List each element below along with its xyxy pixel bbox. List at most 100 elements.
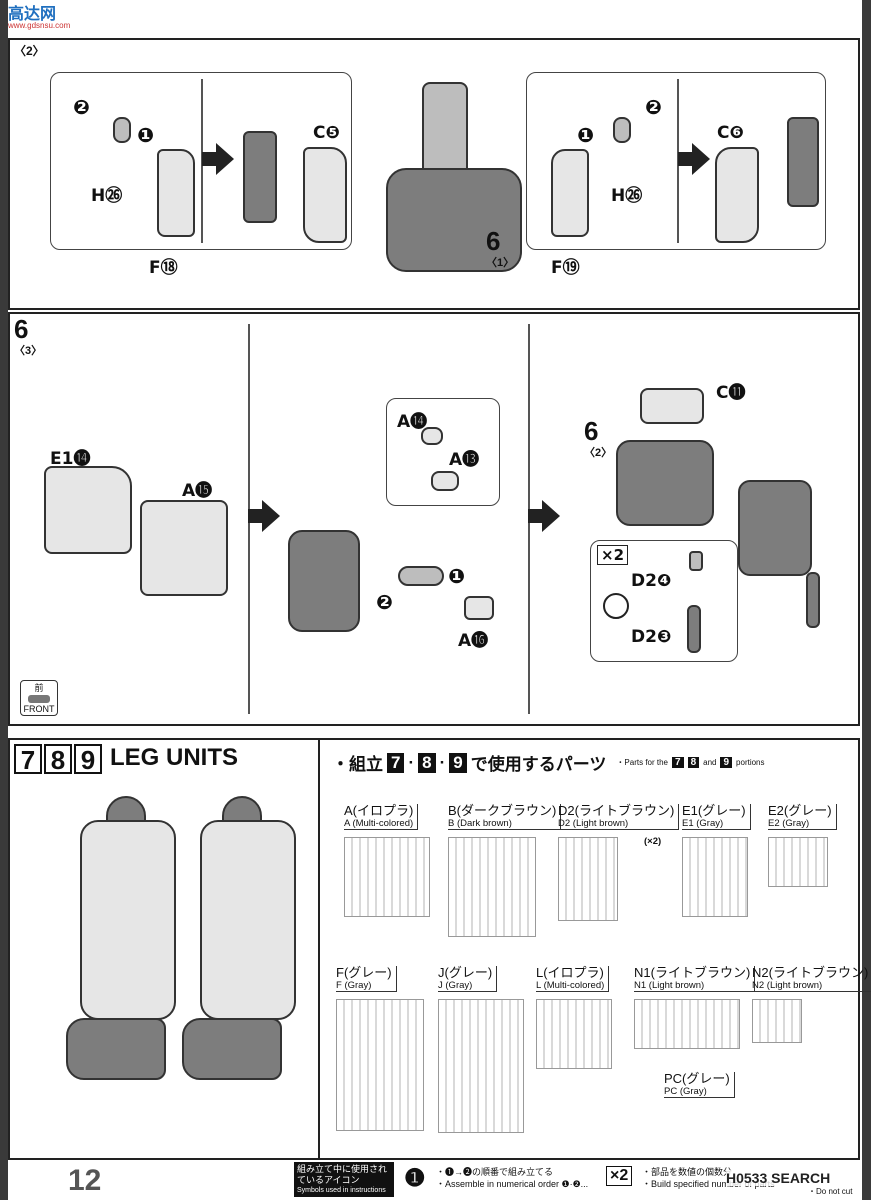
- watermark-url: www.gdsnsu.com: [8, 21, 71, 30]
- assembly-section-2: 6 〈3〉 E1⓮ A⓯ A⓮ A⓭ ❶ ❷ A⓰ C⓫ 6 〈2〉: [8, 312, 860, 726]
- runner-label-jp: N2(ライトブラウン): [752, 965, 869, 980]
- inner-plate-e1: [44, 466, 132, 554]
- step-9-box: 9: [74, 744, 102, 774]
- step-7-box: 7: [14, 744, 42, 774]
- right-leg-thigh: [200, 820, 296, 1020]
- detail-callout: A⓮ A⓭: [386, 398, 500, 506]
- front-label-en: FRONT: [23, 704, 55, 714]
- hip-assembly: [386, 168, 522, 272]
- step-number-2: ❷: [645, 95, 662, 119]
- cap-a16: [464, 596, 494, 620]
- label-e1-14: E1⓮: [50, 449, 91, 469]
- detail-callout-x2: ×2 D2❹ D2❸: [590, 540, 738, 662]
- divider: [201, 79, 203, 243]
- parts-header-suffix: で使用するパーツ: [470, 755, 607, 774]
- runner-sprue: [448, 837, 536, 937]
- cap-d2-4: [689, 551, 703, 571]
- step-6-ref: 6 〈1〉: [486, 226, 515, 269]
- armor-plate-f18: [157, 149, 195, 237]
- divider: [318, 740, 320, 1160]
- icon-legend-jp: 組み立て中に使用されているアイコン: [297, 1164, 388, 1185]
- right-leg-foot: [182, 1018, 282, 1080]
- joint-a14: [421, 427, 443, 445]
- right-border: [862, 0, 871, 1200]
- runner-label-en: E2 (Gray): [768, 818, 810, 829]
- section-title: LEG UNITS: [110, 744, 239, 771]
- step-8-box: 8: [44, 744, 72, 774]
- x2-legend-en: ・Build specified number of parts: [642, 1179, 775, 1189]
- runner-sprue: [558, 837, 618, 921]
- label-c11: C⓫: [716, 383, 746, 403]
- right-subassembly-box: ❷ ❶ H㉖ F⑲ C❻: [526, 72, 826, 278]
- runner-label-jp: N1(ライトブラウン): [634, 965, 751, 980]
- runner-f: F(グレー)F (Gray): [336, 966, 432, 1131]
- runner-sprue: [682, 837, 748, 917]
- front-foot-icon: [28, 695, 50, 703]
- section-tag: 〈2〉: [14, 44, 45, 58]
- parts-header-en-and: and: [703, 758, 717, 767]
- parts-header-num-8: 8: [418, 752, 436, 773]
- icon-legend-en: Symbols used in instructions: [297, 1187, 386, 1194]
- runner-label-jp: J(グレー): [438, 965, 493, 980]
- step-6-ref: 6 〈2〉: [584, 416, 613, 459]
- runner-label-jp: D2(ライトブラウン): [558, 803, 675, 818]
- runner-label-en: D2 (Light brown): [558, 818, 629, 829]
- x2-legend: ・部品を数値の個数分 ・Build specified number of pa…: [642, 1166, 775, 1190]
- divider: [677, 79, 679, 243]
- process-arrow: [678, 143, 710, 175]
- piston-rod: [806, 572, 820, 628]
- plate-c6: [715, 147, 759, 243]
- parts-header-en-9: 9: [720, 757, 733, 768]
- parts-header-num-9: 9: [449, 752, 467, 773]
- step-6-header: 6 〈3〉: [14, 314, 43, 357]
- parts-header-en-suffix: portions: [736, 758, 765, 767]
- front-label-jp: 前: [34, 683, 44, 693]
- manual-page: 高达网 www.gdsnsu.com 〈2〉 ❷ ❶ H㉖ F⑱ C❺ 6 〈1…: [8, 0, 871, 1200]
- label-f18: F⑱: [149, 258, 178, 278]
- label-h26-right: H㉖: [611, 186, 643, 206]
- runner-label-jp: E2(グレー): [768, 803, 832, 818]
- runner-label-en: F (Gray): [336, 980, 372, 991]
- shin-block: [738, 480, 812, 576]
- assembly-section-1: 〈2〉 ❷ ❶ H㉖ F⑱ C❺ 6 〈1〉 ❷ ❶ H㉖: [8, 38, 860, 310]
- label-c5: C❺: [313, 123, 340, 143]
- runner-n1: N1(ライトブラウン)N1 (Light brown): [634, 965, 756, 1049]
- order-legend-jp: ・❶→❷の順番で組み立てる: [436, 1167, 554, 1177]
- process-arrow: [528, 500, 560, 532]
- runner-label-jp: B(ダークブラウン): [448, 803, 557, 818]
- label-a15: A⓯: [182, 481, 213, 501]
- runner-label-en: A (Multi-colored): [344, 818, 414, 829]
- runner-label-en: L (Multi-colored): [536, 980, 605, 991]
- runner-b: B(ダークブラウン)B (Dark brown): [448, 804, 562, 937]
- plate-c11: [640, 388, 704, 424]
- runner-sprue: [752, 999, 802, 1043]
- runner-label-jp: E1(グレー): [682, 803, 746, 818]
- left-leg-thigh: [80, 820, 176, 1020]
- runner-sprue: [536, 999, 612, 1069]
- runner-n2: N2(ライトブラウン)N2 (Light brown): [752, 966, 871, 1043]
- runner-l: L(イロプラ)L (Multi-colored): [536, 966, 636, 1069]
- runner-label-en: N2 (Light brown): [752, 980, 823, 991]
- runner-label-jp: L(イロプラ): [536, 965, 604, 980]
- peg-part: [113, 117, 131, 143]
- runner-sprue: [768, 837, 828, 887]
- runner-a: A(イロプラ)A (Multi-colored): [344, 804, 444, 917]
- do-not-cut-legend: ・Do not cut: [808, 1187, 853, 1196]
- rod-d2-3: [687, 605, 701, 653]
- parts-header-en-7: 7: [672, 757, 684, 768]
- runner-label-en: B (Dark brown): [448, 818, 512, 829]
- label-h26-left: H㉖: [91, 186, 123, 206]
- step-number-1: ❶: [448, 564, 465, 588]
- leg-units-section: 7 8 9 LEG UNITS ・組立 7 · 8 · 9 で使用するパーツ ・…: [8, 738, 871, 1160]
- runner-label-jp: PC(グレー): [664, 1071, 730, 1086]
- joint-a13: [431, 471, 459, 491]
- runner-sprue: [344, 837, 430, 917]
- process-arrow: [202, 143, 234, 175]
- plate-back: [787, 117, 819, 207]
- plate-c5: [303, 147, 347, 243]
- plate-back: [243, 131, 277, 223]
- runner-sprue: [438, 999, 524, 1133]
- runner-label-jp: A(イロプラ): [344, 803, 414, 818]
- x2-icon: ×2: [606, 1166, 633, 1186]
- parts-header-prefix: ・組立: [332, 755, 383, 774]
